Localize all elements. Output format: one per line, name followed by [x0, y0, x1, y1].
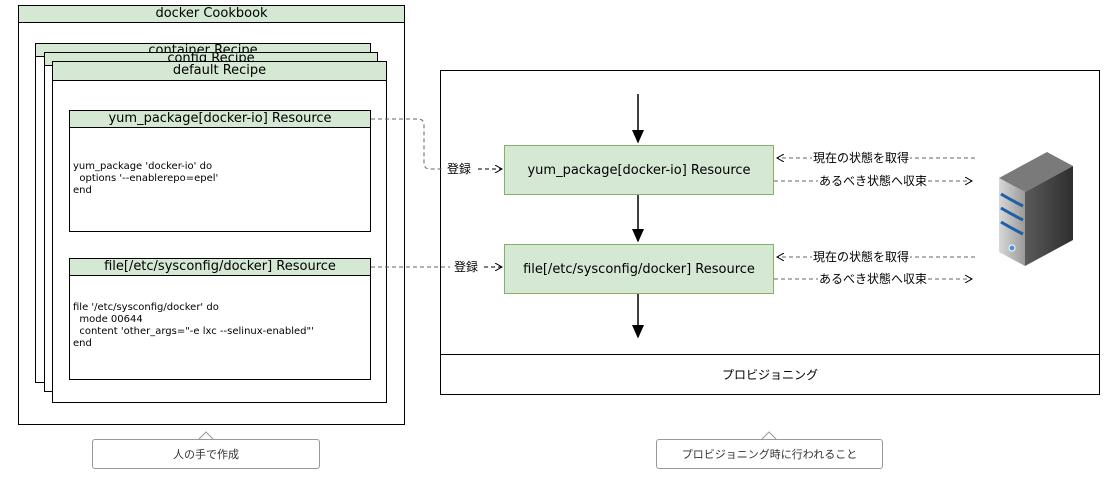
provisioning-resource-yum: yum_package[docker-io] Resource [504, 145, 774, 195]
cookbook-resource-yum: yum_package[docker-io] Resource yum_pack… [69, 110, 371, 232]
provisioning-resource-file: file[/etc/sysconfig/docker] Resource [504, 244, 774, 294]
cookbook-title: docker Cookbook [18, 5, 405, 23]
cookbook-resource-yum-title: yum_package[docker-io] Resource [69, 110, 371, 128]
cookbook-resource-yum-code: yum_package 'docker-io' do options '--en… [73, 161, 219, 196]
provisioning-footer: プロビジョニング [721, 368, 818, 382]
callout-manual: 人の手で作成 [92, 439, 320, 469]
cookbook-resource-file-title: file[/etc/sysconfig/docker] Resource [69, 258, 371, 276]
callout-provisioning-time: プロビジョニング時に行われること [656, 439, 883, 469]
converge-label-2: あるべき状態へ収束 [818, 272, 929, 286]
provisioning-divider [440, 354, 1100, 355]
converge-label-1: あるべき状態へ収束 [818, 174, 929, 188]
get-state-label-2: 現在の状態を取得 [812, 250, 911, 264]
cookbook-resource-file-code: file '/etc/sysconfig/docker' do mode 006… [73, 302, 314, 349]
get-state-label-1: 現在の状態を取得 [812, 151, 911, 165]
cookbook-resource-file: file[/etc/sysconfig/docker] Resource fil… [69, 258, 371, 380]
recipe-title-default: default Recipe [52, 61, 387, 81]
server-icon [999, 152, 1073, 266]
register-label-1: 登録 [446, 162, 473, 176]
register-label-2: 登録 [453, 260, 480, 274]
callout-manual-text: 人の手で作成 [173, 448, 239, 461]
provisioning-container [440, 70, 1100, 395]
callout-provisioning-time-text: プロビジョニング時に行われること [681, 448, 858, 461]
